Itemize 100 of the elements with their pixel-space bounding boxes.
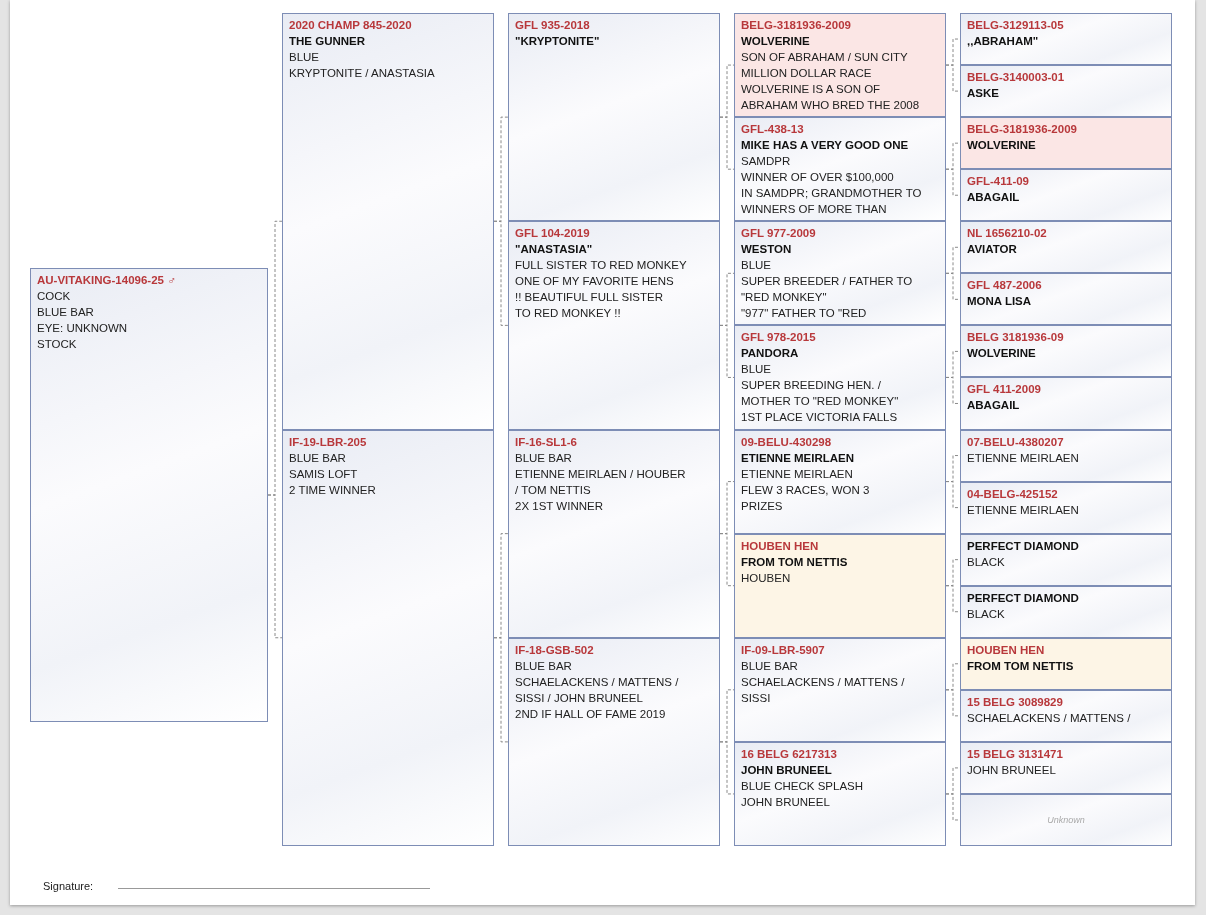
bracket-connector [493, 220, 509, 326]
pedigree-card [734, 325, 946, 430]
note-text: WINNER OF OVER $100,000 [741, 170, 895, 186]
note-text: SCHAELACKENS / MATTENS / [967, 710, 1132, 726]
ring-number: 15 BELG 3089829 [967, 694, 1064, 710]
pedigree-card [960, 117, 1172, 170]
pedigree-card [960, 13, 1172, 66]
unknown-text: Unknown [1046, 813, 1086, 827]
note-text: COCK [37, 289, 72, 304]
bird-name: ABAGAIL [967, 398, 1021, 414]
bird-name: ABAGAIL [967, 190, 1021, 206]
note-text: BLUE [289, 50, 321, 65]
bracket-connector [945, 481, 961, 509]
pedigree-card [960, 637, 1172, 690]
note-text: JOHN BRUNEEL [741, 794, 831, 810]
note-text: SUPER BREEDING HEN. / [741, 378, 882, 394]
ring-number: GFL 104-2019 [515, 226, 591, 242]
ring-number: IF-18-GSB-502 [515, 642, 595, 658]
note-text: ETIENNE MEIRLAEN [741, 466, 854, 482]
ring-number: BELG 3181936-09 [967, 330, 1065, 346]
ring-number: 15 BELG 3131471 [967, 746, 1064, 762]
ring-number: BELG-3181936-2009 [741, 18, 852, 33]
note-text: SCHAELACKENS / MATTENS / [515, 674, 680, 690]
ring-number: IF-19-LBR-205 [289, 434, 368, 450]
note-text: FLEW 3 RACES, WON 3 [741, 482, 871, 498]
note-text: KRYPTONITE / ANASTASIA [289, 66, 436, 81]
bird-name: "KRYPTONITE" [515, 34, 601, 49]
note-text: TO RED MONKEY !! [515, 306, 622, 322]
note-text: BLUE BAR [741, 658, 799, 674]
note-text: / TOM NETTIS [515, 482, 592, 498]
note-text: IN SAMDPR; GRANDMOTHER TO [741, 186, 923, 202]
bird-name: WESTON [741, 242, 793, 258]
note-text: 2ND IF HALL OF FAME 2019 [515, 706, 667, 722]
ring-number: AU-VITAKING-14096-25 ♂ [37, 273, 177, 288]
note-text: BLUE [741, 362, 773, 378]
ring-number: BELG-3181936-2009 [967, 122, 1078, 138]
ring-number: NL 1656210-02 [967, 226, 1048, 242]
note-text: BLUE BAR [515, 450, 573, 466]
pedigree-card [960, 689, 1172, 742]
signature-label: Signature: [43, 879, 94, 894]
ring-number: 2020 CHAMP 845-2020 [289, 18, 413, 33]
ring-number: GFL 411-2009 [967, 382, 1042, 398]
note-text: FULL SISTER TO RED MONKEY [515, 258, 688, 274]
note-text: BLACK [967, 554, 1006, 570]
note-text: BLUE [741, 258, 773, 274]
ring-number: 04-BELG-425152 [967, 486, 1059, 502]
bird-name: WOLVERINE [967, 346, 1037, 362]
pedigree-card [508, 221, 720, 430]
bird-name: FROM TOM NETTIS [967, 658, 1075, 674]
note-text: MOTHER TO "RED MONKEY" [741, 394, 900, 410]
pedigree-card [960, 793, 1172, 846]
ring-number: 07-BELU-4380207 [967, 434, 1065, 450]
ring-number: IF-09-LBR-5907 [741, 642, 826, 658]
bird-name: WOLVERINE [967, 138, 1037, 154]
note-text: 1ST PLACE VICTORIA FALLS [741, 410, 899, 426]
pedigree-card [960, 169, 1172, 222]
bird-name: PANDORA [741, 346, 800, 362]
note-text: BLUE BAR [515, 658, 573, 674]
bird-name: PERFECT DIAMOND [967, 590, 1080, 606]
ring-number: HOUBEN HEN [967, 642, 1046, 658]
note-text: SON OF ABRAHAM / SUN CITY [741, 50, 909, 65]
bracket-connector [267, 494, 283, 639]
pedigree-card [960, 533, 1172, 586]
note-text: BLUE BAR [289, 450, 347, 466]
note-text: BLUE BAR [37, 305, 95, 320]
note-text: ETIENNE MEIRLAEN / HOUBER [515, 466, 687, 482]
bracket-connector [945, 64, 961, 92]
note-text: STOCK [37, 337, 78, 352]
bracket-connector [945, 168, 961, 196]
pedigree-card [734, 117, 946, 222]
note-text: SCHAELACKENS / MATTENS / [741, 674, 906, 690]
pedigree-card [734, 429, 946, 534]
pedigree-card [282, 429, 494, 846]
pedigree-card [734, 741, 946, 846]
note-text: SUPER BREEDER / FATHER TO [741, 274, 914, 290]
ring-number: HOUBEN HEN [741, 538, 820, 554]
pedigree-card [960, 429, 1172, 482]
pedigree-card [734, 13, 946, 118]
note-text: ONE OF MY FAVORITE HENS [515, 274, 675, 290]
note-text: "977" FATHER TO "RED [741, 306, 868, 322]
pedigree-card [960, 377, 1172, 430]
pedigree-card [960, 221, 1172, 274]
note-text: MILLION DOLLAR RACE [741, 66, 873, 81]
pedigree-card [30, 268, 268, 722]
note-text: ABRAHAM WHO BRED THE 2008 [741, 98, 921, 113]
pedigree-card [734, 533, 946, 638]
pedigree-card [960, 585, 1172, 638]
pedigree-card [734, 221, 946, 326]
bracket-connector [493, 637, 509, 743]
ring-number: GFL 977-2009 [741, 226, 817, 242]
ring-number: BELG-3140003-01 [967, 70, 1066, 86]
bird-name: PERFECT DIAMOND [967, 538, 1080, 554]
ring-number: 09-BELU-430298 [741, 434, 833, 450]
bracket-connector [945, 793, 961, 821]
note-text: SISSI / JOHN BRUNEEL [515, 690, 644, 706]
pedigree-card [960, 65, 1172, 118]
ring-number: GFL-411-09 [967, 174, 1030, 190]
pedigree-card [282, 13, 494, 430]
pedigree-card [960, 273, 1172, 326]
bird-name: ,,ABRAHAM" [967, 34, 1040, 49]
